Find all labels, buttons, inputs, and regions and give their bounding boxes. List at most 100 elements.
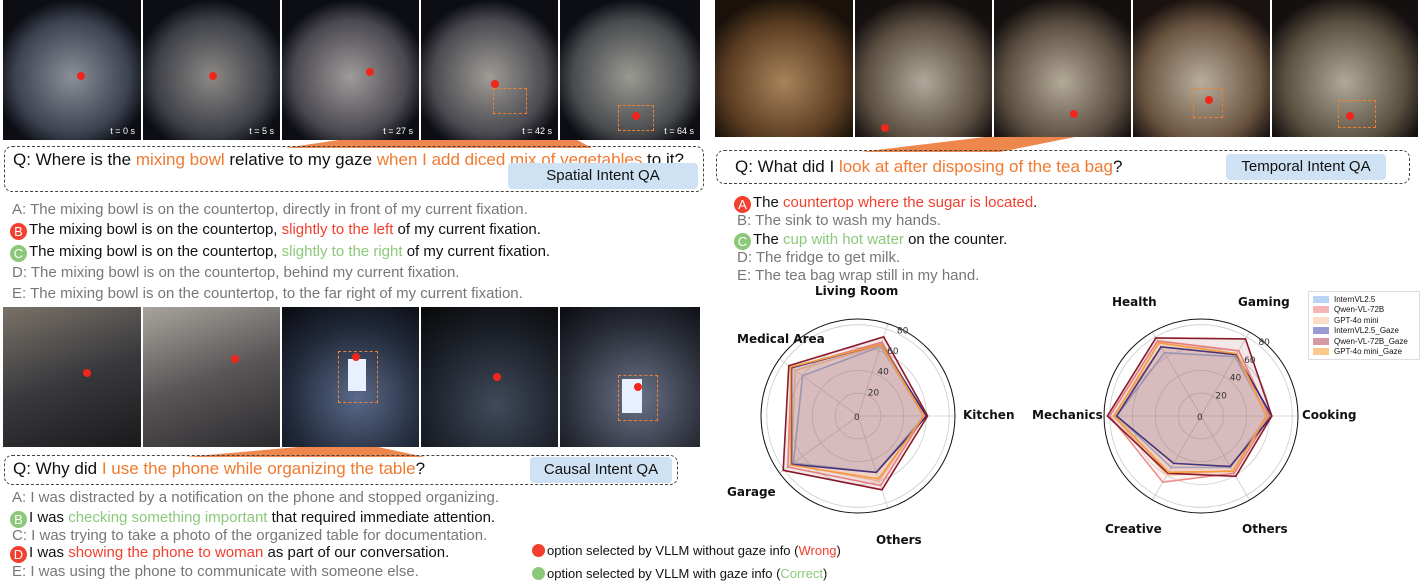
legend-item: InternVL2.5 bbox=[1313, 294, 1415, 305]
temporal-intent-tag: Temporal Intent QA bbox=[1226, 154, 1386, 180]
legend-label: GPT-4o mini_Gaze bbox=[1334, 347, 1403, 357]
legend-swatch bbox=[1313, 348, 1329, 356]
axis-label: Others bbox=[1242, 522, 1288, 536]
legend-swatch bbox=[1313, 337, 1329, 345]
correct-badge: C bbox=[10, 245, 27, 262]
axis-label: Garage bbox=[727, 485, 776, 499]
video-frame bbox=[143, 307, 282, 447]
chart-legend: InternVL2.5 Qwen-VL-72B GPT-4o mini Inte… bbox=[1308, 291, 1420, 360]
option-a: A: I was distracted by a notification on… bbox=[12, 489, 499, 506]
gaze-dot bbox=[366, 68, 374, 76]
axis-label: Gaming bbox=[1238, 295, 1290, 309]
option-highlight: cup with hot water bbox=[783, 231, 904, 248]
video-frame bbox=[855, 0, 994, 137]
video-frame bbox=[1272, 0, 1420, 137]
gaze-dot bbox=[1070, 110, 1078, 118]
option-text: that required immediate attention. bbox=[267, 509, 496, 526]
legend-item: GPT-4o mini_Gaze bbox=[1313, 347, 1415, 358]
option-text: of my current fixation. bbox=[402, 243, 551, 260]
axis-label: Kitchen bbox=[963, 408, 1015, 422]
option-d: D: The mixing bowl is on the countertop,… bbox=[12, 264, 460, 281]
axis-spoke bbox=[1152, 415, 1202, 501]
series-polygon-qwen-vl-72b bbox=[1108, 340, 1271, 484]
question-highlight: I use the phone while organizing the tab… bbox=[101, 459, 416, 478]
option-e: E: The mixing bowl is on the countertop,… bbox=[12, 285, 523, 302]
question-text: Q: Why did bbox=[13, 459, 102, 478]
target-box bbox=[1193, 88, 1223, 118]
video-frame: t = 42 s bbox=[421, 0, 560, 140]
video-frame bbox=[560, 307, 702, 447]
axis-label: Mechanics bbox=[1032, 408, 1103, 422]
correct-badge: C bbox=[734, 233, 751, 250]
video-frame bbox=[3, 307, 143, 447]
video-frame: t = 27 s bbox=[282, 0, 421, 140]
option-highlight: slightly to the left bbox=[281, 221, 394, 238]
axis-label: Medical Area bbox=[737, 332, 825, 346]
option-text: of my current fixation. bbox=[393, 221, 541, 238]
option-highlight: showing the phone to woman bbox=[68, 544, 264, 561]
option-text: I was bbox=[29, 544, 69, 561]
video-frame bbox=[421, 307, 560, 447]
video-frame: t = 0 s bbox=[3, 0, 143, 140]
tick-label: 80 bbox=[897, 326, 909, 336]
question-highlight: mixing bowl bbox=[135, 150, 225, 169]
question-text: relative to my gaze bbox=[224, 150, 377, 169]
legend-label: Qwen-VL-72B_Gaze bbox=[1334, 336, 1408, 346]
option-text: The mixing bowl is on the countertop, bbox=[29, 221, 282, 238]
option-a: A: The mixing bowl is on the countertop,… bbox=[12, 201, 528, 218]
temporal-question-box: Q: What did I look at after disposing of… bbox=[716, 150, 1410, 184]
series-polygon-gpt-4o-mini-gaze bbox=[789, 343, 926, 480]
gaze-dot bbox=[1205, 96, 1213, 104]
option-highlight: slightly to the right bbox=[281, 243, 403, 260]
tick-label: 0 bbox=[854, 413, 860, 423]
option-highlight: countertop where the sugar is located bbox=[783, 194, 1034, 211]
target-box bbox=[1338, 100, 1376, 128]
option-text: I was bbox=[29, 509, 69, 526]
gaze-dot bbox=[77, 72, 85, 80]
question-highlight: look at after disposing of the tea bag bbox=[838, 157, 1114, 176]
tick-label: 20 bbox=[868, 388, 880, 398]
legend-label: InternVL2.5 bbox=[1334, 294, 1376, 304]
legend-item: Qwen-VL-72B bbox=[1313, 305, 1415, 316]
option-text: The mixing bowl is on the countertop, bbox=[29, 243, 282, 260]
key-text: option selected by VLLM without gaze inf… bbox=[547, 543, 799, 558]
legend-item: GPT-4o mini bbox=[1313, 315, 1415, 326]
tick-label: 80 bbox=[1258, 338, 1270, 348]
correct-badge: B bbox=[10, 511, 27, 528]
option-text: . bbox=[1033, 194, 1038, 211]
key-text: ) bbox=[836, 543, 841, 558]
axis-spoke bbox=[779, 358, 859, 417]
legend-label: GPT-4o mini bbox=[1334, 315, 1379, 325]
legend-swatch bbox=[1313, 306, 1329, 314]
wrong-badge: D bbox=[10, 546, 27, 563]
option-text: as part of our conversation. bbox=[263, 544, 450, 561]
legend-item: InternVL2.5_Gaze bbox=[1313, 326, 1415, 337]
gaze-dot bbox=[493, 373, 501, 381]
gaze-dot bbox=[634, 383, 642, 391]
green-dot-icon bbox=[532, 567, 545, 580]
gaze-dot bbox=[491, 80, 499, 88]
target-box bbox=[618, 375, 658, 421]
option-text: The bbox=[753, 194, 784, 211]
tick-label: 40 bbox=[1230, 374, 1242, 384]
tick-label: 0 bbox=[1197, 413, 1203, 423]
video-frame bbox=[282, 307, 421, 447]
option-e: E: I was using the phone to communicate … bbox=[12, 563, 419, 580]
wrong-badge: A bbox=[734, 196, 751, 213]
option-d: D: The fridge to get milk. bbox=[737, 249, 901, 266]
axis-spoke bbox=[1152, 331, 1202, 417]
option-e: E: The tea bag wrap still in my hand. bbox=[737, 267, 980, 284]
gaze-dot bbox=[632, 112, 640, 120]
target-box bbox=[338, 351, 378, 403]
axis-spoke bbox=[857, 415, 889, 509]
outer-ring bbox=[1103, 318, 1299, 514]
tick-label: 40 bbox=[877, 368, 889, 378]
target-box bbox=[493, 88, 527, 114]
video-frame: t = 5 s bbox=[143, 0, 282, 140]
gaze-dot bbox=[83, 369, 91, 377]
key-correct: Correct bbox=[780, 566, 824, 581]
time-label: t = 42 s bbox=[522, 126, 552, 136]
